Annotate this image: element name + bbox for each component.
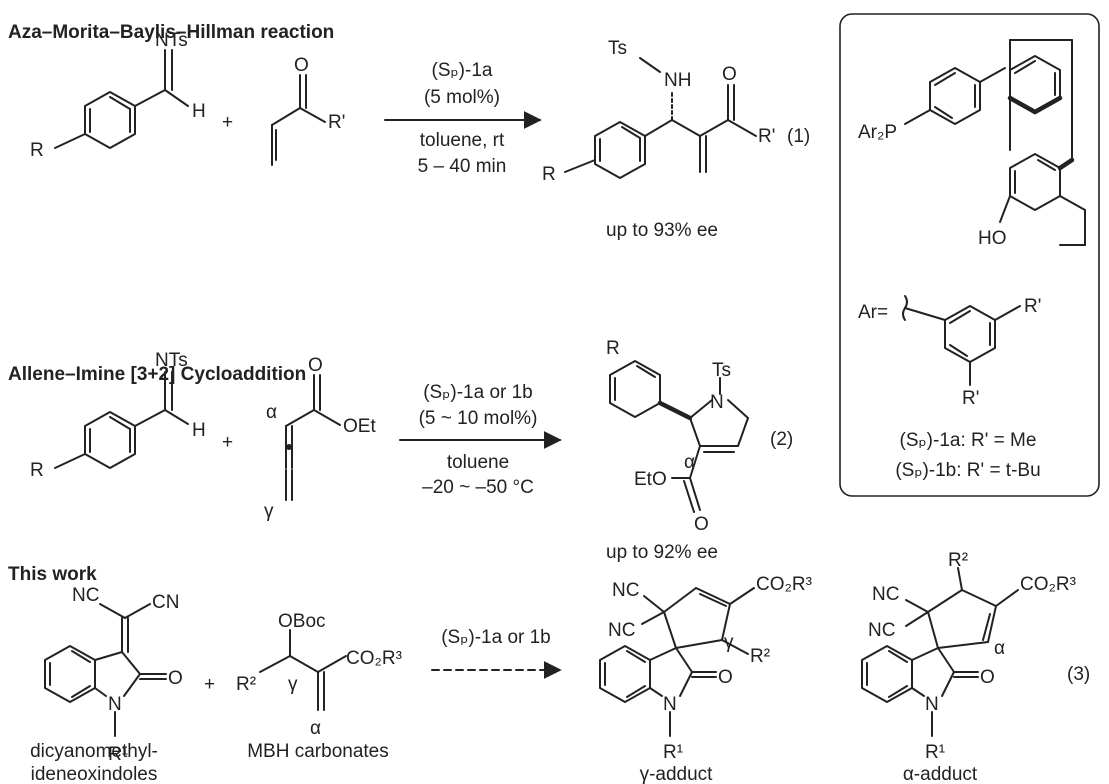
product-1-ts: Ts xyxy=(608,38,627,59)
gamma-nc-top: NC xyxy=(612,580,639,601)
product-1-r: R xyxy=(542,164,556,185)
label-dicyano-2: ideneoxindoles xyxy=(31,764,158,784)
alpha-o: O xyxy=(980,667,995,688)
imine-1-h: H xyxy=(192,101,206,122)
reaction-3: NC CN O N R¹ dicyanomethyl- ideneoxindol… xyxy=(30,550,1090,784)
gamma-o: O xyxy=(718,667,733,688)
reaction-1: NTs H R + O R' (Sₚ)-1a (5 mol%) toluene,… xyxy=(30,30,810,241)
alpha-nc-top: NC xyxy=(872,584,899,605)
product-1-o: O xyxy=(722,64,737,85)
imine-2-h: H xyxy=(192,420,206,441)
mbh-oboc: OBoc xyxy=(278,611,326,632)
r1-loading: (5 mol%) xyxy=(424,87,500,108)
product-2-alpha: α xyxy=(684,452,695,473)
oxindole-n: N xyxy=(108,694,122,715)
reaction-1-number: (1) xyxy=(787,126,810,147)
r2-catalyst: (Sₚ)-1a or 1b xyxy=(423,382,533,403)
plus-1: + xyxy=(222,112,233,133)
product-1: Ts NH O R' R xyxy=(542,38,775,185)
imine-2: NTs H R xyxy=(30,350,206,481)
r1-solvent: toluene, rt xyxy=(420,130,505,151)
oxindole-o: O xyxy=(168,668,183,689)
reaction-3-number: (3) xyxy=(1067,664,1090,685)
r2-loading: (5 ~ 10 mol%) xyxy=(419,408,538,429)
heading-this-work: This work xyxy=(8,564,97,585)
product-2-eto: EtO xyxy=(634,469,667,490)
product-2-n: N xyxy=(710,392,724,413)
enone-1-rp: R' xyxy=(328,112,345,133)
alpha-r1: R¹ xyxy=(925,742,945,763)
plus-3: + xyxy=(204,674,215,695)
label-gamma-adduct: γ-adduct xyxy=(640,764,714,784)
gamma-nc-bottom: NC xyxy=(608,620,635,641)
imine-1-r: R xyxy=(30,140,44,161)
label-mbh: MBH carbonates xyxy=(247,741,389,762)
allenoate: O OEt α γ xyxy=(264,355,376,522)
allenoate-o: O xyxy=(308,355,323,376)
imine-1: NTs H R xyxy=(30,30,206,161)
product-2-o: O xyxy=(694,514,709,535)
alpha-n: N xyxy=(925,694,939,715)
enone-1: O R' xyxy=(271,55,345,166)
catalyst-1b-def: (Sₚ)-1b: R' = t-Bu xyxy=(895,460,1040,481)
r3-catalyst: (Sₚ)-1a or 1b xyxy=(441,627,551,648)
imine-2-nts: NTs xyxy=(155,350,188,371)
product-2-r: R xyxy=(606,338,620,359)
r1-catalyst: (Sₚ)-1a xyxy=(432,60,493,81)
mbh-carbonate: OBoc R² γ CO₂R³ α xyxy=(236,611,402,739)
product-1-nh: NH xyxy=(664,70,691,91)
ar-definition-label: Ar= xyxy=(858,302,888,323)
oxindole-nc: NC xyxy=(72,585,99,606)
gamma-r1: R¹ xyxy=(663,742,683,763)
gamma-n: N xyxy=(663,694,677,715)
mbh-co2r3: CO₂R³ xyxy=(346,648,402,669)
gamma-label: γ xyxy=(724,632,734,653)
r2-temp: –20 ~ –50 °C xyxy=(422,477,534,498)
r2-ee: up to 92% ee xyxy=(606,542,718,563)
gamma-adduct: NC NC CO₂R³ R² γ O N R¹ xyxy=(599,574,812,763)
mbh-alpha: α xyxy=(310,718,321,739)
plus-2: + xyxy=(222,432,233,453)
catalyst-frame xyxy=(839,13,1100,497)
catalyst-ar2p: Ar₂P xyxy=(858,122,897,143)
allenoate-oet: OEt xyxy=(343,416,376,437)
imine-2-r: R xyxy=(30,460,44,481)
r1-time: 5 – 40 min xyxy=(418,156,507,177)
alpha-co2r3: CO₂R³ xyxy=(1020,574,1076,595)
reaction-2-number: (2) xyxy=(770,429,793,450)
heading-aza-mbh: Aza–Morita–Baylis–Hillman reaction xyxy=(8,22,334,43)
ar-rp-bottom: R' xyxy=(962,388,979,409)
ar-rp-top: R' xyxy=(1024,296,1041,317)
gamma-co2r3: CO₂R³ xyxy=(756,574,812,595)
product-2-ts: Ts xyxy=(712,360,731,381)
catalyst-box: Ar₂P HO Ar= R' R' (Sₚ)-1a: R' = Me (Sₚ)-… xyxy=(839,13,1100,497)
oxindole-r1: R¹ xyxy=(108,744,128,765)
mbh-gamma: γ xyxy=(288,674,298,695)
imine-1-nts: NTs xyxy=(155,30,188,51)
allenoate-alpha: α xyxy=(266,402,277,423)
r1-ee: up to 93% ee xyxy=(606,220,718,241)
gamma-r2: R² xyxy=(750,646,770,667)
alpha-nc-bottom: NC xyxy=(868,620,895,641)
dicyanomethyleneoxindole: NC CN O N R¹ xyxy=(44,585,183,765)
reaction-2: NTs H R + O OEt α γ (Sₚ)-1a or 1b (5 ~ 1… xyxy=(30,338,793,563)
allenoate-gamma: γ xyxy=(264,501,274,522)
catalyst-ho: HO xyxy=(978,228,1007,249)
mbh-r2: R² xyxy=(236,674,256,695)
alpha-r2: R² xyxy=(948,550,968,571)
product-1-rp: R' xyxy=(758,126,775,147)
label-alpha-adduct: α-adduct xyxy=(903,764,978,784)
product-2: R Ts N α EtO O xyxy=(606,338,749,535)
r2-solvent: toluene xyxy=(447,452,509,473)
enone-1-o: O xyxy=(294,55,309,76)
catalyst-1a-def: (Sₚ)-1a: R' = Me xyxy=(900,430,1037,451)
oxindole-cn: CN xyxy=(152,592,179,613)
label-dicyano-1: dicyanomethyl- xyxy=(30,741,158,762)
alpha-adduct: R² NC NC CO₂R³ α O N R¹ xyxy=(861,550,1076,763)
alpha-label: α xyxy=(994,638,1005,659)
heading-allene-imine: Allene–Imine [3+2] Cycloaddition xyxy=(8,364,306,385)
